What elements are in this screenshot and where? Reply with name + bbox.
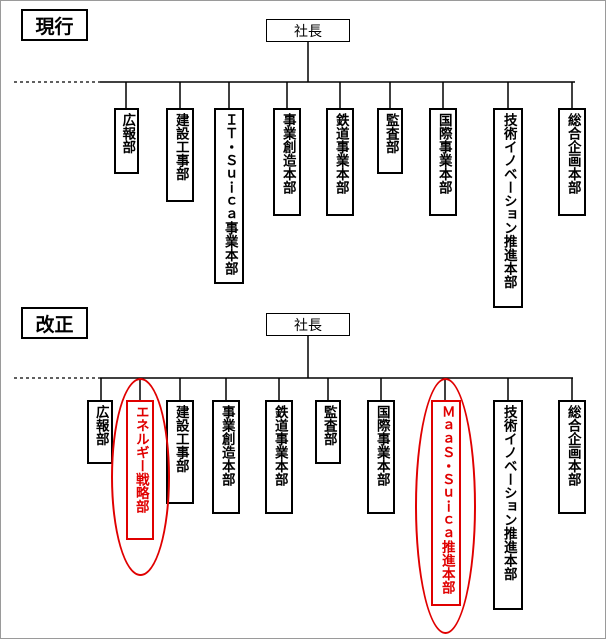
current-dept-public-relations: 広報部 [114, 108, 139, 174]
revised-dept-business-creation: 事業創造本部 [212, 400, 240, 514]
revised-section-label: 改正 [21, 307, 88, 339]
revised-dept-railway: 鉄道事業本部 [265, 400, 293, 514]
revised-dept-international: 国際事業本部 [367, 400, 395, 514]
current-section-label: 現行 [21, 9, 88, 41]
energy-strategy-highlight-oval [111, 378, 170, 576]
revised-dept-corporate-planning: 総合企画本部 [558, 400, 586, 514]
revised-president-box: 社長 [266, 313, 350, 336]
current-dept-it-suica: ＩＴ・Ｓｕｉｃａ事業本部 [214, 108, 244, 284]
revised-dept-public-relations: 広報部 [87, 400, 113, 464]
current-dept-railway: 鉄道事業本部 [326, 108, 354, 216]
current-dept-corporate-planning: 総合企画本部 [558, 108, 586, 216]
current-dept-tech-innovation: 技術イノベーション推進本部 [493, 108, 523, 308]
current-president-box: 社長 [266, 19, 350, 42]
revised-dept-tech-innovation: 技術イノベーション推進本部 [493, 400, 523, 610]
current-dept-business-creation: 事業創造本部 [273, 108, 301, 216]
maas-suica-highlight-oval [415, 378, 476, 634]
revised-dept-construction: 建設工事部 [166, 400, 194, 504]
current-dept-international: 国際事業本部 [429, 108, 457, 216]
revised-dept-audit: 監査部 [315, 400, 341, 464]
current-dept-construction: 建設工事部 [166, 108, 194, 202]
current-dept-audit: 監査部 [377, 108, 403, 174]
